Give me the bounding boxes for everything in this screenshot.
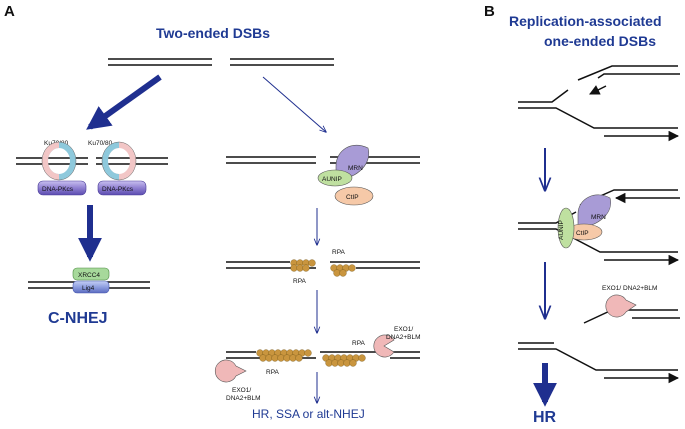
mrn-complex-a: MRN AUNIP CtIP [317,144,374,206]
rpa-label-4: RPA [352,340,366,347]
ctip-label-a: CtIP [346,194,359,201]
panel-a-title: Two-ended DSBs [156,25,270,41]
rpa-cluster-1 [290,259,316,272]
aunip-label-a: AUNIP [322,176,342,183]
exo-label-1b: DNA2+BLM [226,395,261,402]
xrcc4-label: XRCC4 [78,272,100,279]
replication-fork-1 [518,65,680,142]
rpa-dna-1 [226,261,420,269]
arrow-to-cnhej [86,74,162,130]
cnhej-label: C-NHEJ [48,310,108,327]
exo-label-1: EXO1/ [232,387,251,394]
mrn-label-b: MRN [591,214,606,221]
ku-ring-2 [101,141,137,181]
panel-b-title-line1: Replication-associated [509,13,662,29]
exo-pacman-right [373,334,395,358]
rpa-label-2: RPA [332,249,346,256]
hr-label: HR [533,409,557,426]
outcome-label: HR, SSA or alt-NHEJ [252,407,365,421]
ctip-label-b: CtIP [576,230,589,237]
rpa-label-1: RPA [293,278,307,285]
exo-label-2: EXO1/ [394,326,413,333]
exo-label-b: EXO1/ DNA2+BLM [602,285,657,292]
rpa-cluster-3 [256,349,312,362]
ku-label-2: Ku70/80 [88,140,113,147]
exo-label-2b: DNA2+BLM [386,334,421,341]
mrn-complex-b: MRN CtIP AUNIP [557,194,611,249]
rpa-cluster-4 [322,354,366,367]
rpa-label-3: RPA [266,369,280,376]
arrow-to-resection [262,76,326,132]
dnapk-label-2: DNA-PKcs [102,186,134,193]
panel-a-letter: A [4,3,15,20]
two-ended-dsb [108,58,334,66]
lig4-label: Lig4 [82,285,95,292]
dnapkcs-1: DNA-PKcs [37,180,87,196]
mrn-label-a: MRN [348,165,363,172]
ku-dna [16,157,168,165]
exo-pacman-b [605,294,637,318]
lig4-block: Lig4 [72,280,110,294]
panel-b-title-line2: one-ended DSBs [544,33,656,49]
ku-ring-1 [41,141,77,181]
dnapkcs-2: DNA-PKcs [97,180,147,196]
exo-pacman-left [214,359,247,383]
dnapk-label-1: DNA-PKcs [42,186,74,193]
resection-dsb [226,156,420,164]
xrcc4-block: XRCC4 [72,267,110,281]
panel-b-letter: B [484,3,495,20]
rpa-cluster-2 [330,264,356,277]
aunip-label-b: AUNIP [558,220,565,240]
